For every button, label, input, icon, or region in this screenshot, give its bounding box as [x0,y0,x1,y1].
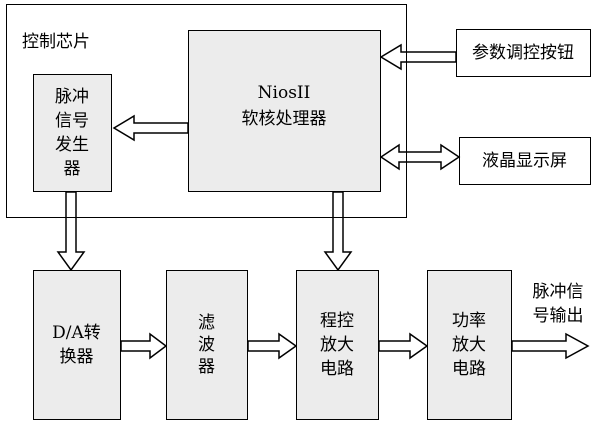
prog-amp-label: 程控 放大 电路 [320,310,354,379]
dac-box: D/A转 换器 [33,270,121,420]
dac-label: D/A转 换器 [52,322,101,367]
filter-label: 滤 波 器 [198,312,215,377]
param-buttons-label: 参数调控按钮 [472,42,574,63]
param-buttons-box: 参数调控按钮 [456,29,591,77]
prog-amp-box: 程控 放大 电路 [296,270,379,420]
lcd-box: 液晶显示屏 [459,137,591,185]
arrow-progamp-to-poweramp [378,332,429,360]
lcd-label: 液晶显示屏 [482,150,567,171]
arrow-dac-to-filter [120,332,168,360]
power-amp-label: 功率 放大 电路 [452,310,486,379]
nios-processor-box: NiosII 软核处理器 [188,30,381,192]
filter-box: 滤 波 器 [166,270,248,420]
arrow-filter-to-progamp [247,332,298,360]
arrow-nios-to-progamp [323,191,353,272]
pulse-output-label: 脉冲信 号输出 [532,282,584,326]
nios-subtitle: 软核处理器 [241,109,327,129]
arrow-poweramp-to-output [511,332,590,360]
power-amp-box: 功率 放大 电路 [427,270,512,420]
arrow-param-to-nios [379,43,457,71]
control-chip-label: 控制芯片 [22,32,90,52]
arrow-nios-to-pulsegen [112,114,189,142]
nios-title: NiosII [257,83,311,103]
control-chip-box [6,4,407,218]
arrow-pulsegen-to-dac [56,191,86,272]
pulse-generator-label: 脉冲 信号 发生 器 [55,86,89,179]
pulse-generator-box: 脉冲 信号 发生 器 [33,74,112,192]
